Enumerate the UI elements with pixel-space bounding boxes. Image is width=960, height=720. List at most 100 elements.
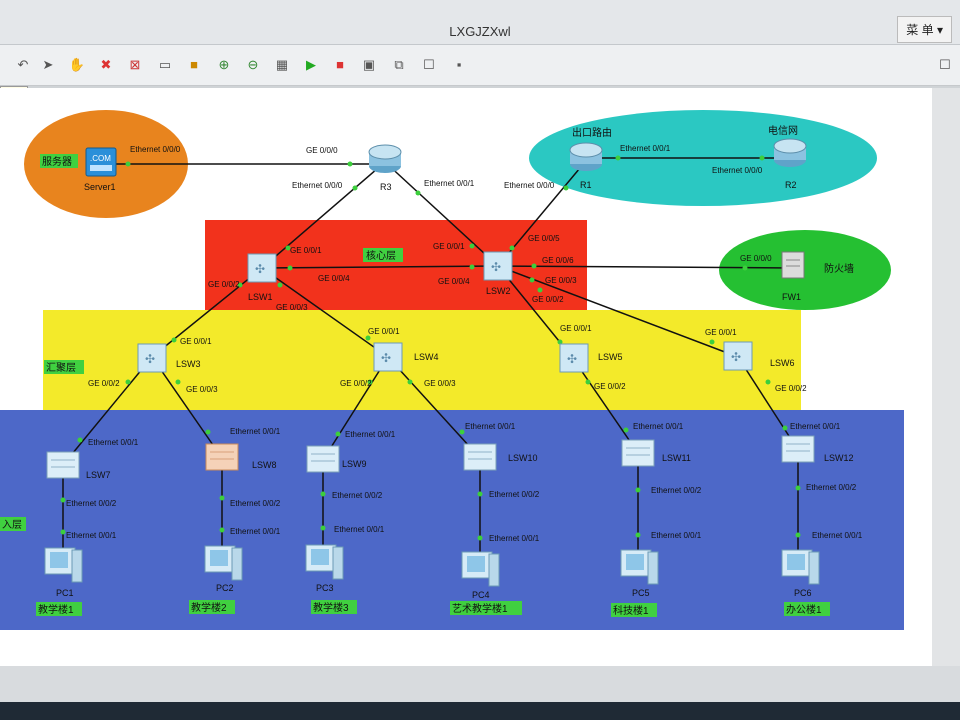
server1-icon[interactable]: .COM — [85, 147, 117, 177]
access-zone — [0, 410, 904, 630]
port-label: Ethernet 0/0/0 — [504, 181, 555, 190]
aggregation-zone-label: 汇聚层 — [46, 361, 76, 374]
port-label: Ethernet 0/0/2 — [230, 499, 281, 508]
fullscreen-icon[interactable]: ☐ — [423, 57, 435, 72]
lsw6-label: LSW6 — [770, 358, 795, 368]
lsw7-switch-icon[interactable] — [46, 451, 80, 479]
server-zone-label: 服务器 — [42, 155, 72, 168]
port-label: Ethernet 0/0/1 — [424, 179, 475, 188]
capture-icon[interactable]: ▣ — [362, 57, 376, 72]
zoom-in-icon[interactable]: ⊕ — [218, 57, 230, 72]
core-zone-label: 核心层 — [366, 249, 396, 262]
pc2-building-label: 教学楼2 — [191, 601, 227, 614]
svg-text:✣: ✣ — [491, 260, 501, 274]
r3-router-icon[interactable] — [368, 144, 402, 173]
lsw4-switch-icon[interactable]: ✣ — [373, 342, 403, 372]
pc4-computer-icon[interactable] — [461, 551, 500, 587]
port-label: Ethernet 0/0/0 — [712, 166, 763, 175]
telecom-zone-label: 电信网 — [768, 124, 798, 137]
lsw2-label: LSW2 — [486, 286, 511, 296]
undo-icon[interactable]: ↶ — [17, 57, 29, 72]
port-label: GE 0/0/5 — [528, 234, 560, 243]
port-label: GE 0/0/4 — [318, 274, 350, 283]
lsw5-label: LSW5 — [598, 352, 623, 362]
device-icon[interactable]: ⧉ — [394, 57, 404, 72]
firewall-zone — [719, 230, 891, 310]
pc1-label: PC1 — [56, 588, 74, 598]
vertical-scrollbar[interactable] — [932, 88, 960, 666]
lsw8-switch-icon[interactable] — [205, 443, 239, 471]
port-label: Ethernet 0/0/1 — [88, 438, 139, 447]
lsw11-switch-icon[interactable] — [621, 439, 655, 467]
port-label: GE 0/0/3 — [186, 385, 218, 394]
pc1-computer-icon[interactable] — [44, 547, 83, 583]
lsw9-switch-icon[interactable] — [306, 445, 340, 473]
zoom-out-icon[interactable]: ⊖ — [247, 57, 259, 72]
svg-text:✣: ✣ — [255, 262, 265, 276]
fw1-firewall-icon[interactable] — [781, 251, 805, 279]
lsw5-switch-icon[interactable]: ✣ — [559, 343, 589, 373]
port-label: GE 0/0/4 — [438, 277, 470, 286]
port-label: Ethernet 0/0/0 — [130, 145, 181, 154]
port-label: GE 0/0/1 — [290, 246, 322, 255]
port-label: GE 0/0/0 — [740, 254, 772, 263]
pc3-label: PC3 — [316, 583, 334, 593]
lsw10-label: LSW10 — [508, 453, 538, 463]
stop-icon[interactable]: ■ — [336, 57, 344, 72]
topology-canvas[interactable]: 服务器 出口路由 电信网 核心层 防火墙 汇聚层 入层 — [0, 88, 932, 666]
pc5-computer-icon[interactable] — [620, 549, 659, 585]
r1-router-icon[interactable] — [569, 142, 603, 171]
port-label: GE 0/0/2 — [88, 379, 120, 388]
lsw2-switch-icon[interactable]: ✣ — [483, 251, 513, 281]
port-label: GE 0/0/2 — [594, 382, 626, 391]
lsw1-switch-icon[interactable]: ✣ — [247, 253, 277, 283]
port-label: GE 0/0/1 — [705, 328, 737, 337]
port-label: GE 0/0/1 — [180, 337, 212, 346]
delete-icon[interactable]: ✖ — [100, 57, 112, 72]
text-icon[interactable]: ▭ — [158, 57, 172, 72]
access-zone-label: 入层 — [2, 519, 22, 531]
pc4-building-label: 艺术教学楼1 — [452, 602, 508, 615]
port-label: GE 0/0/0 — [306, 146, 338, 155]
select-icon[interactable]: ➤ — [42, 57, 54, 72]
title-bar: LXGJZXwl 菜 单 ▾ — [0, 0, 960, 45]
hand-icon[interactable]: ✋ — [68, 57, 86, 72]
taskbar — [0, 702, 960, 720]
pc1-building-label: 教学楼1 — [38, 603, 74, 616]
screenshot-icon[interactable]: ▪ — [456, 57, 462, 72]
pc2-computer-icon[interactable] — [204, 545, 243, 581]
port-label: Ethernet 0/0/1 — [230, 527, 281, 536]
pc6-label: PC6 — [794, 588, 812, 598]
lsw4-label: LSW4 — [414, 352, 439, 362]
pc5-label: PC5 — [632, 588, 650, 598]
lsw3-switch-icon[interactable]: ✣ — [137, 343, 167, 373]
main-menu-button[interactable]: 菜 单 ▾ — [897, 16, 952, 43]
lsw8-label: LSW8 — [252, 460, 277, 470]
lsw6-switch-icon[interactable]: ✣ — [723, 341, 753, 371]
port-label: Ethernet 0/0/0 — [292, 181, 343, 190]
port-label: Ethernet 0/0/1 — [620, 144, 671, 153]
port-label: Ethernet 0/0/2 — [651, 486, 702, 495]
port-label: GE 0/0/1 — [368, 327, 400, 336]
port-label: GE 0/0/1 — [433, 242, 465, 251]
port-label: Ethernet 0/0/1 — [790, 422, 841, 431]
firewall-zone-label: 防火墙 — [824, 262, 854, 275]
port-label: Ethernet 0/0/2 — [806, 483, 857, 492]
r2-router-icon[interactable] — [773, 138, 807, 167]
lsw7-label: LSW7 — [86, 470, 111, 480]
topology-icon[interactable]: ▦ — [275, 57, 289, 72]
r1-label: R1 — [580, 180, 592, 190]
port-label: GE 0/0/3 — [276, 303, 308, 312]
lsw12-switch-icon[interactable] — [781, 435, 815, 463]
port-label: Ethernet 0/0/2 — [66, 499, 117, 508]
lsw10-switch-icon[interactable] — [463, 443, 497, 471]
pc5-building-label: 科技楼1 — [613, 604, 649, 617]
pc3-computer-icon[interactable] — [305, 544, 344, 580]
port-label: Ethernet 0/0/1 — [230, 427, 281, 436]
palette-icon[interactable]: ■ — [190, 57, 198, 72]
horizontal-scrollbar[interactable] — [0, 666, 960, 702]
start-icon[interactable]: ▶ — [306, 57, 316, 72]
chat-icon[interactable]: ☐ — [939, 57, 951, 72]
pc6-computer-icon[interactable] — [781, 549, 820, 585]
delete-link-icon[interactable]: ⊠ — [129, 57, 141, 72]
